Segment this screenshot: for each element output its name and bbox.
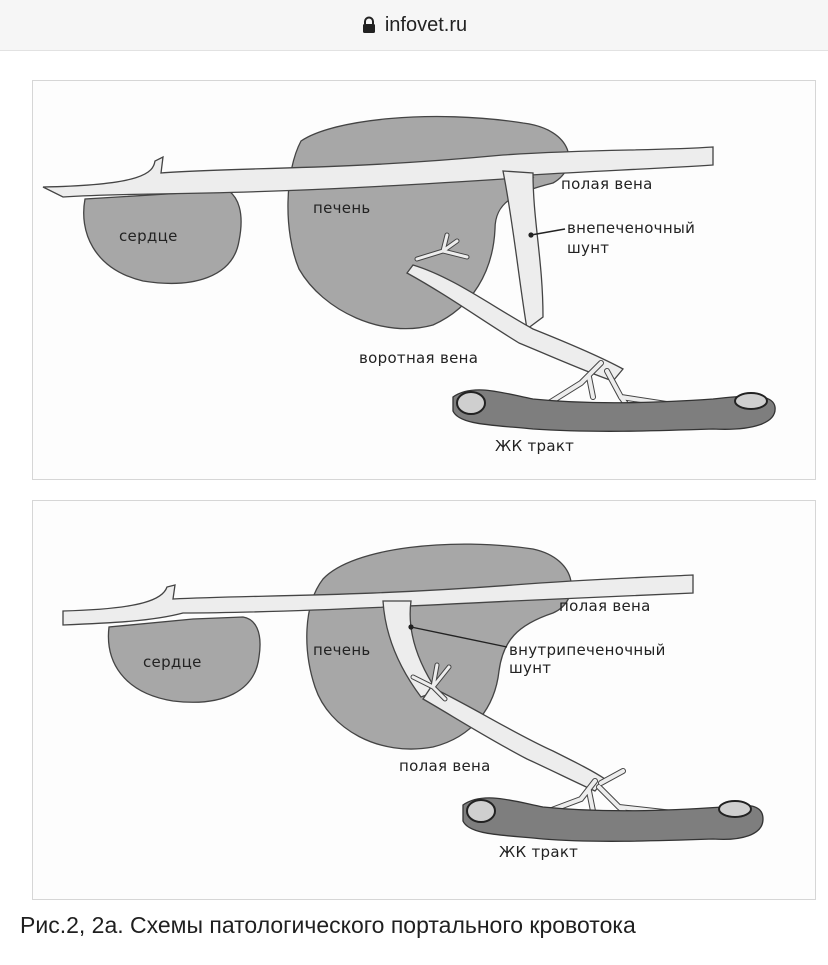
- figure-extrahepatic-shunt: полая вена печень сердце внепеченочный ш…: [32, 80, 816, 480]
- label-shunt-line2: шунт: [567, 239, 609, 257]
- heart-shape: [83, 190, 242, 284]
- diagram-extrahepatic: полая вена печень сердце внепеченочный ш…: [42, 115, 776, 455]
- figure-caption: Рис.2, 2а. Схемы патологического порталь…: [20, 912, 636, 938]
- label-heart: сердце: [119, 227, 178, 245]
- mesenteric-branches-fill: [547, 361, 675, 413]
- shunt-pointer-line: [410, 626, 508, 648]
- gi-tract-shape: [452, 389, 776, 432]
- address-bar[interactable]: infovet.ru: [0, 0, 828, 51]
- portal-vein-vessel: [422, 686, 606, 792]
- gi-tract-shape: [462, 797, 764, 842]
- gi-tract-opening-right: [718, 800, 752, 818]
- label-vena-cava: полая вена: [561, 175, 653, 193]
- label-gi-tract: ЖК тракт: [495, 437, 574, 455]
- label-gi-tract: ЖК тракт: [499, 843, 578, 861]
- portal-branches-fill: [411, 663, 451, 701]
- figure-intrahepatic-shunt: полая вена печень сердце внутрипеченочны…: [32, 500, 816, 900]
- url-display[interactable]: infovet.ru: [361, 14, 467, 37]
- portal-branches-fill: [415, 233, 469, 261]
- shunt-pointer-line: [530, 228, 566, 236]
- label-liver: печень: [313, 641, 371, 659]
- heart-shape: [107, 616, 261, 703]
- shunt-pointer-dot: [528, 232, 534, 238]
- gi-tract-opening-left: [456, 391, 486, 415]
- label-vena-cava: полая вена: [559, 597, 651, 615]
- vena-cava-vessel: [62, 574, 694, 626]
- shunt-vessel: [502, 170, 544, 331]
- lock-icon: [362, 16, 375, 33]
- label-portal-vein: воротная вена: [359, 349, 478, 367]
- url-text: infovet.ru: [384, 13, 468, 36]
- mesenteric-branches-fill: [547, 769, 675, 821]
- label-shunt-line1: внепеченочный: [567, 219, 695, 237]
- label-portal-vein: полая вена: [399, 757, 491, 775]
- shunt-pointer-dot: [408, 624, 414, 630]
- gi-tract-opening-left: [466, 799, 496, 823]
- vena-cava-vessel: [42, 146, 714, 198]
- diagram-intrahepatic: полая вена печень сердце внутрипеченочны…: [62, 543, 764, 861]
- gi-tract-opening-right: [734, 392, 768, 410]
- label-shunt-line2: шунт: [509, 659, 551, 677]
- label-shunt-line1: внутрипеченочный: [509, 641, 666, 659]
- label-liver: печень: [313, 199, 371, 217]
- label-heart: сердце: [143, 653, 202, 671]
